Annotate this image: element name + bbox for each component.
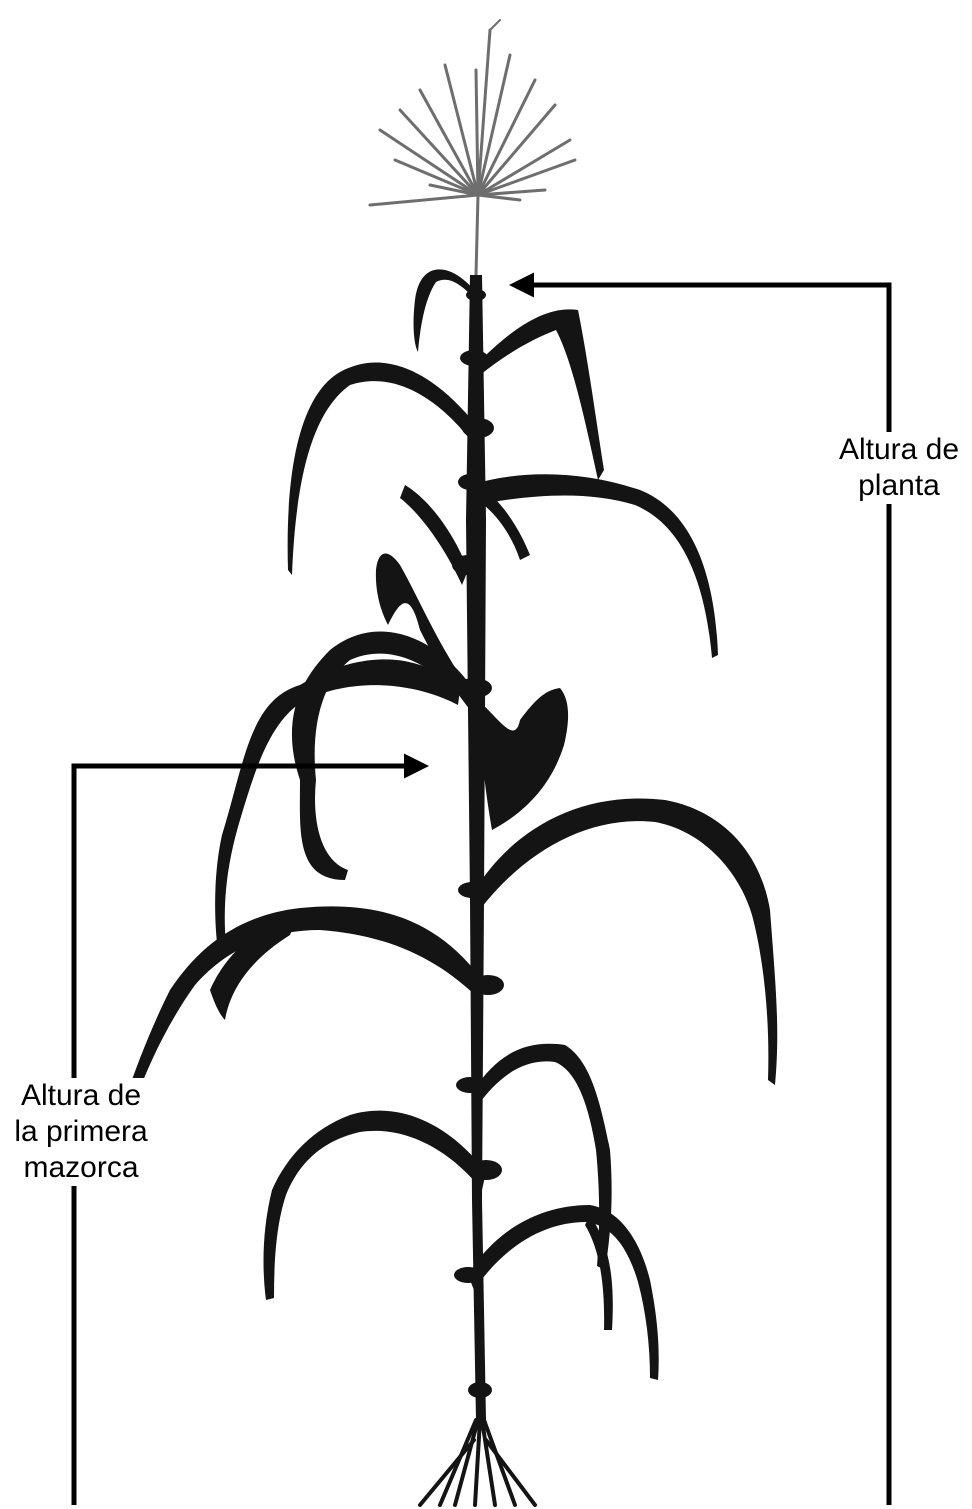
first-ear-height-label-line-1: Altura de: [6, 1078, 156, 1114]
plant-height-label: Altura de planta: [826, 432, 972, 504]
plant-height-label-line-1: Altura de: [826, 432, 972, 468]
first-ear-height-label-line-3: mazorca: [6, 1150, 156, 1186]
tassel: [370, 20, 575, 275]
leaves: [125, 269, 777, 1380]
first-ear-height-label-line-2: la primera: [6, 1114, 156, 1150]
roots: [420, 1420, 535, 1505]
maize-plant-illustration: [125, 20, 777, 1505]
stalk: [466, 275, 486, 1420]
plant-height-label-line-2: planta: [826, 468, 972, 504]
first-ear-height-label: Altura de la primera mazorca: [6, 1078, 156, 1186]
